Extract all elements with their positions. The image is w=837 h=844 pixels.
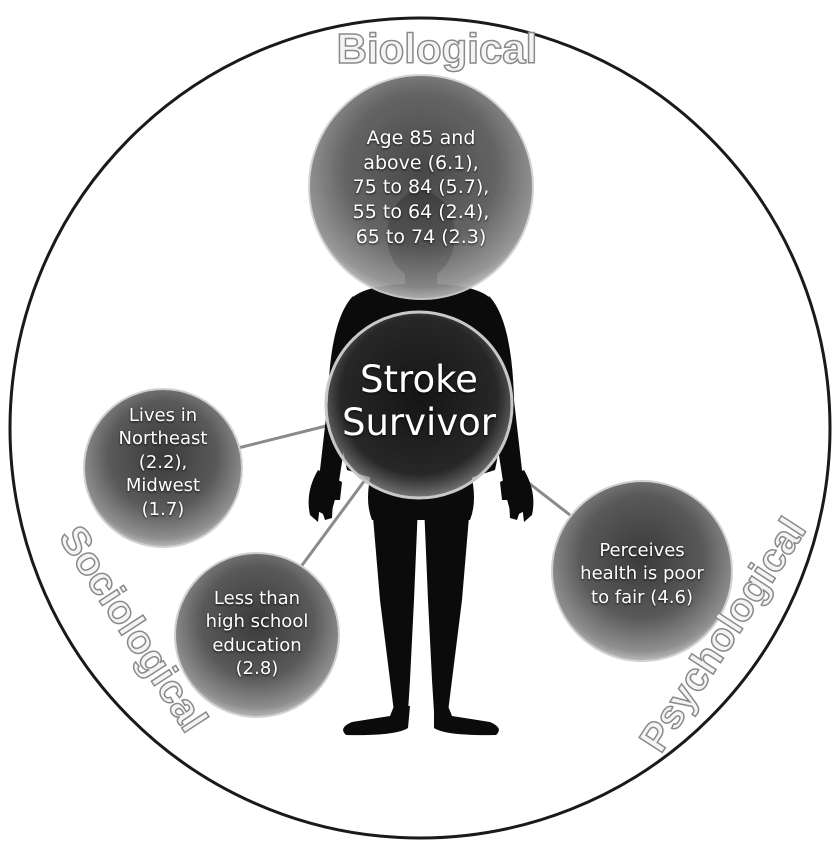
health-line-2: health is poor <box>567 562 717 585</box>
region-line-1: Lives in <box>98 404 228 427</box>
domain-label-biological: Biological <box>337 25 538 72</box>
center-label: Stroke Survivor <box>329 358 509 445</box>
education-line-4: (2.8) <box>187 657 327 680</box>
health-label: Perceives health is poor to fair (4.6) <box>567 539 717 609</box>
region-line-4: Midwest <box>98 474 228 497</box>
center-line-2: Survivor <box>329 401 509 444</box>
education-label: Less than high school education (2.8) <box>187 587 327 681</box>
age-line-2: above (6.1), <box>321 151 521 176</box>
age-line-4: 55 to 64 (2.4), <box>321 200 521 225</box>
age-line-5: 65 to 74 (2.3) <box>321 225 521 250</box>
health-line-3: to fair (4.6) <box>567 586 717 609</box>
health-line-1: Perceives <box>567 539 717 562</box>
education-line-2: high school <box>187 610 327 633</box>
region-line-3: (2.2), <box>98 451 228 474</box>
region-line-5: (1.7) <box>98 498 228 521</box>
region-line-2: Northeast <box>98 427 228 450</box>
education-line-1: Less than <box>187 587 327 610</box>
age-line-3: 75 to 84 (5.7), <box>321 175 521 200</box>
region-label: Lives in Northeast (2.2), Midwest (1.7) <box>98 404 228 521</box>
age-line-1: Age 85 and <box>321 126 521 151</box>
education-line-3: education <box>187 634 327 657</box>
age-label: Age 85 and above (6.1), 75 to 84 (5.7), … <box>321 126 521 249</box>
center-line-1: Stroke <box>329 358 509 401</box>
